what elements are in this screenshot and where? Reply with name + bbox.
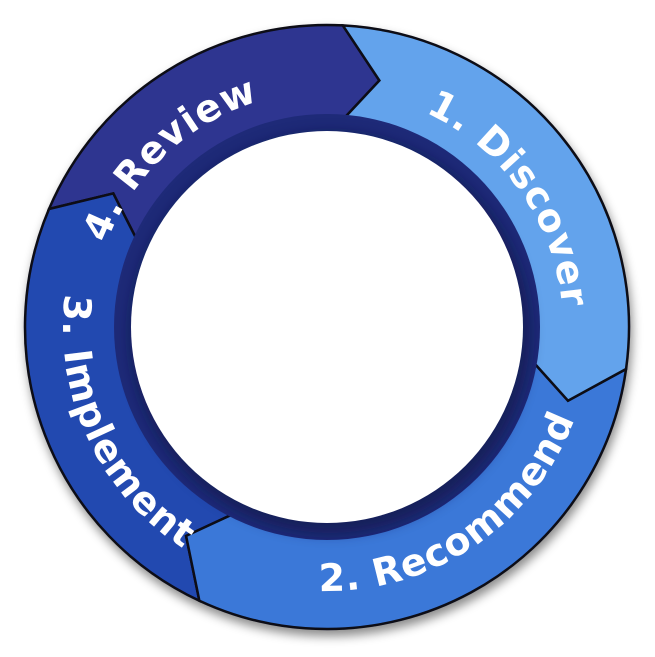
center-hole bbox=[131, 131, 523, 523]
